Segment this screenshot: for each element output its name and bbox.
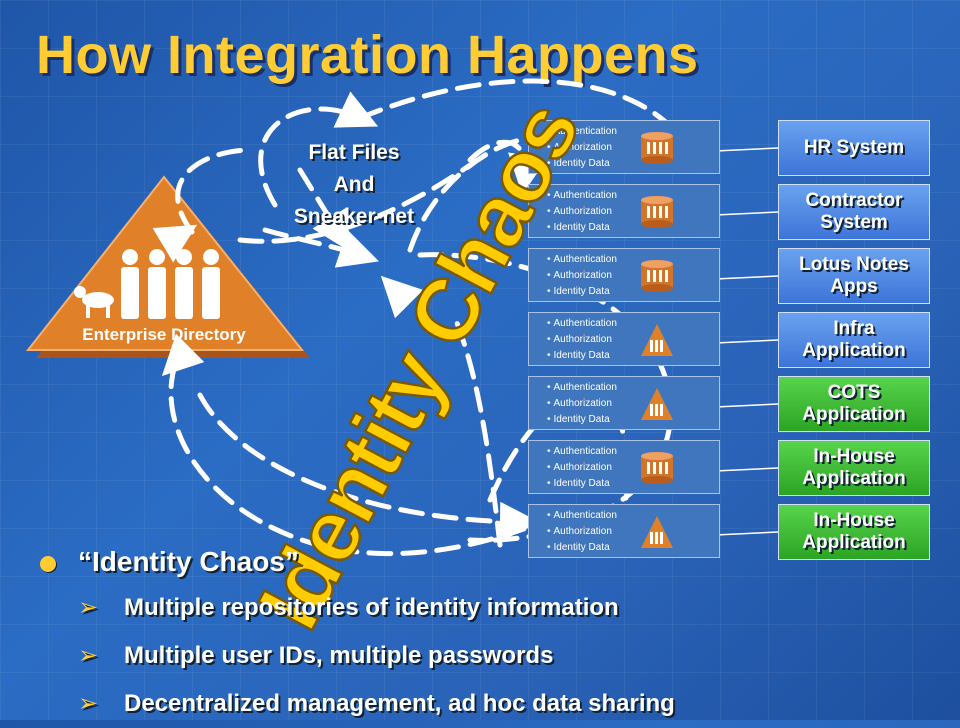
- system-box: In-House Application: [778, 440, 930, 496]
- repository-line: Authentication: [547, 444, 719, 460]
- system-label: In-House Application: [802, 446, 906, 489]
- sub-bullet-text: Decentralized management, ad hoc data sh…: [124, 690, 675, 717]
- repository-line: Authentication: [547, 252, 719, 268]
- bullet-main-text: “Identity Chaos”: [78, 546, 299, 577]
- repository-line: Authorization: [547, 332, 719, 348]
- sub-bullet-text: Multiple repositories of identity inform…: [124, 594, 619, 621]
- database-icon: [641, 132, 673, 164]
- repository-line: Authorization: [547, 204, 719, 220]
- repository-line: Identity Data: [547, 156, 719, 172]
- repository-line: Authentication: [547, 124, 719, 140]
- repository-line: Authentication: [547, 188, 719, 204]
- system-box: Infra Application: [778, 312, 930, 368]
- directory-label: Enterprise Directory: [82, 325, 246, 344]
- repository-line: Authorization: [547, 460, 719, 476]
- repository-line: Identity Data: [547, 412, 719, 428]
- system-box: Contractor System: [778, 184, 930, 240]
- repository-line: Identity Data: [547, 476, 719, 492]
- sub-bullet-text: Multiple user IDs, multiple passwords: [124, 642, 554, 669]
- directory-triangle-icon: [641, 324, 673, 356]
- dog-icon: [74, 286, 114, 318]
- flat-files-line-1: Flat Files: [308, 141, 400, 164]
- repository-line: Authorization: [547, 140, 719, 156]
- repository-line: Authentication: [547, 380, 719, 396]
- bullet-list: “Identity Chaos” ➢ Multiple repositories …: [40, 540, 940, 728]
- system-label: Infra Application: [802, 318, 906, 361]
- bullet-main: “Identity Chaos”: [40, 540, 940, 584]
- repository-box: AuthenticationAuthorizationIdentity Data: [528, 504, 720, 558]
- system-label: Lotus Notes Apps: [799, 254, 909, 297]
- flat-files-line-2: And: [333, 173, 375, 196]
- database-icon: [641, 196, 673, 228]
- repository-box: AuthenticationAuthorizationIdentity Data: [528, 440, 720, 494]
- system-box: COTS Application: [778, 376, 930, 432]
- directory-triangle-icon: [641, 516, 673, 548]
- repository-box: AuthenticationAuthorizationIdentity Data: [528, 184, 720, 238]
- system-label: COTS Application: [802, 382, 906, 425]
- system-label: HR System: [803, 137, 905, 158]
- system-label: Contractor System: [805, 190, 903, 233]
- repository-line: Authentication: [547, 316, 719, 332]
- repository-box: AuthenticationAuthorizationIdentity Data: [528, 120, 720, 174]
- sub-bullet: ➢ Multiple user IDs, multiple passwords: [40, 632, 940, 680]
- repository-line: Identity Data: [547, 220, 719, 236]
- bullet-dot-icon: [40, 555, 56, 572]
- repository-line: Identity Data: [547, 284, 719, 300]
- flat-files-label: Flat Files And Sneaker-net: [280, 137, 428, 233]
- repository-box: AuthenticationAuthorizationIdentity Data: [528, 312, 720, 366]
- repository-line: Identity Data: [547, 348, 719, 364]
- system-box: HR System: [778, 120, 930, 176]
- sub-bullet: ➢ Multiple repositories of identity infor…: [40, 584, 940, 632]
- arrow-bullet-icon: ➢: [78, 690, 99, 717]
- system-box: Lotus Notes Apps: [778, 248, 930, 304]
- repository-box: AuthenticationAuthorizationIdentity Data: [528, 248, 720, 302]
- repository-line: Identity Data: [547, 540, 719, 556]
- repository-line: Authorization: [547, 524, 719, 540]
- arrow-bullet-icon: ➢: [78, 594, 99, 621]
- repository-box: AuthenticationAuthorizationIdentity Data: [528, 376, 720, 430]
- system-box: In-House Application: [778, 504, 930, 560]
- directory-triangle-icon: [641, 388, 673, 420]
- system-label: In-House Application: [802, 510, 906, 553]
- arrow-bullet-icon: ➢: [78, 642, 99, 669]
- repository-line: Authorization: [547, 268, 719, 284]
- database-icon: [641, 452, 673, 484]
- flat-files-line-3: Sneaker-net: [293, 205, 415, 228]
- repository-line: Authorization: [547, 396, 719, 412]
- database-icon: [641, 260, 673, 292]
- repository-line: Authentication: [547, 508, 719, 524]
- sub-bullet: ➢ Decentralized management, ad hoc data s…: [40, 680, 940, 728]
- slide-title: How Integration Happens: [36, 25, 699, 85]
